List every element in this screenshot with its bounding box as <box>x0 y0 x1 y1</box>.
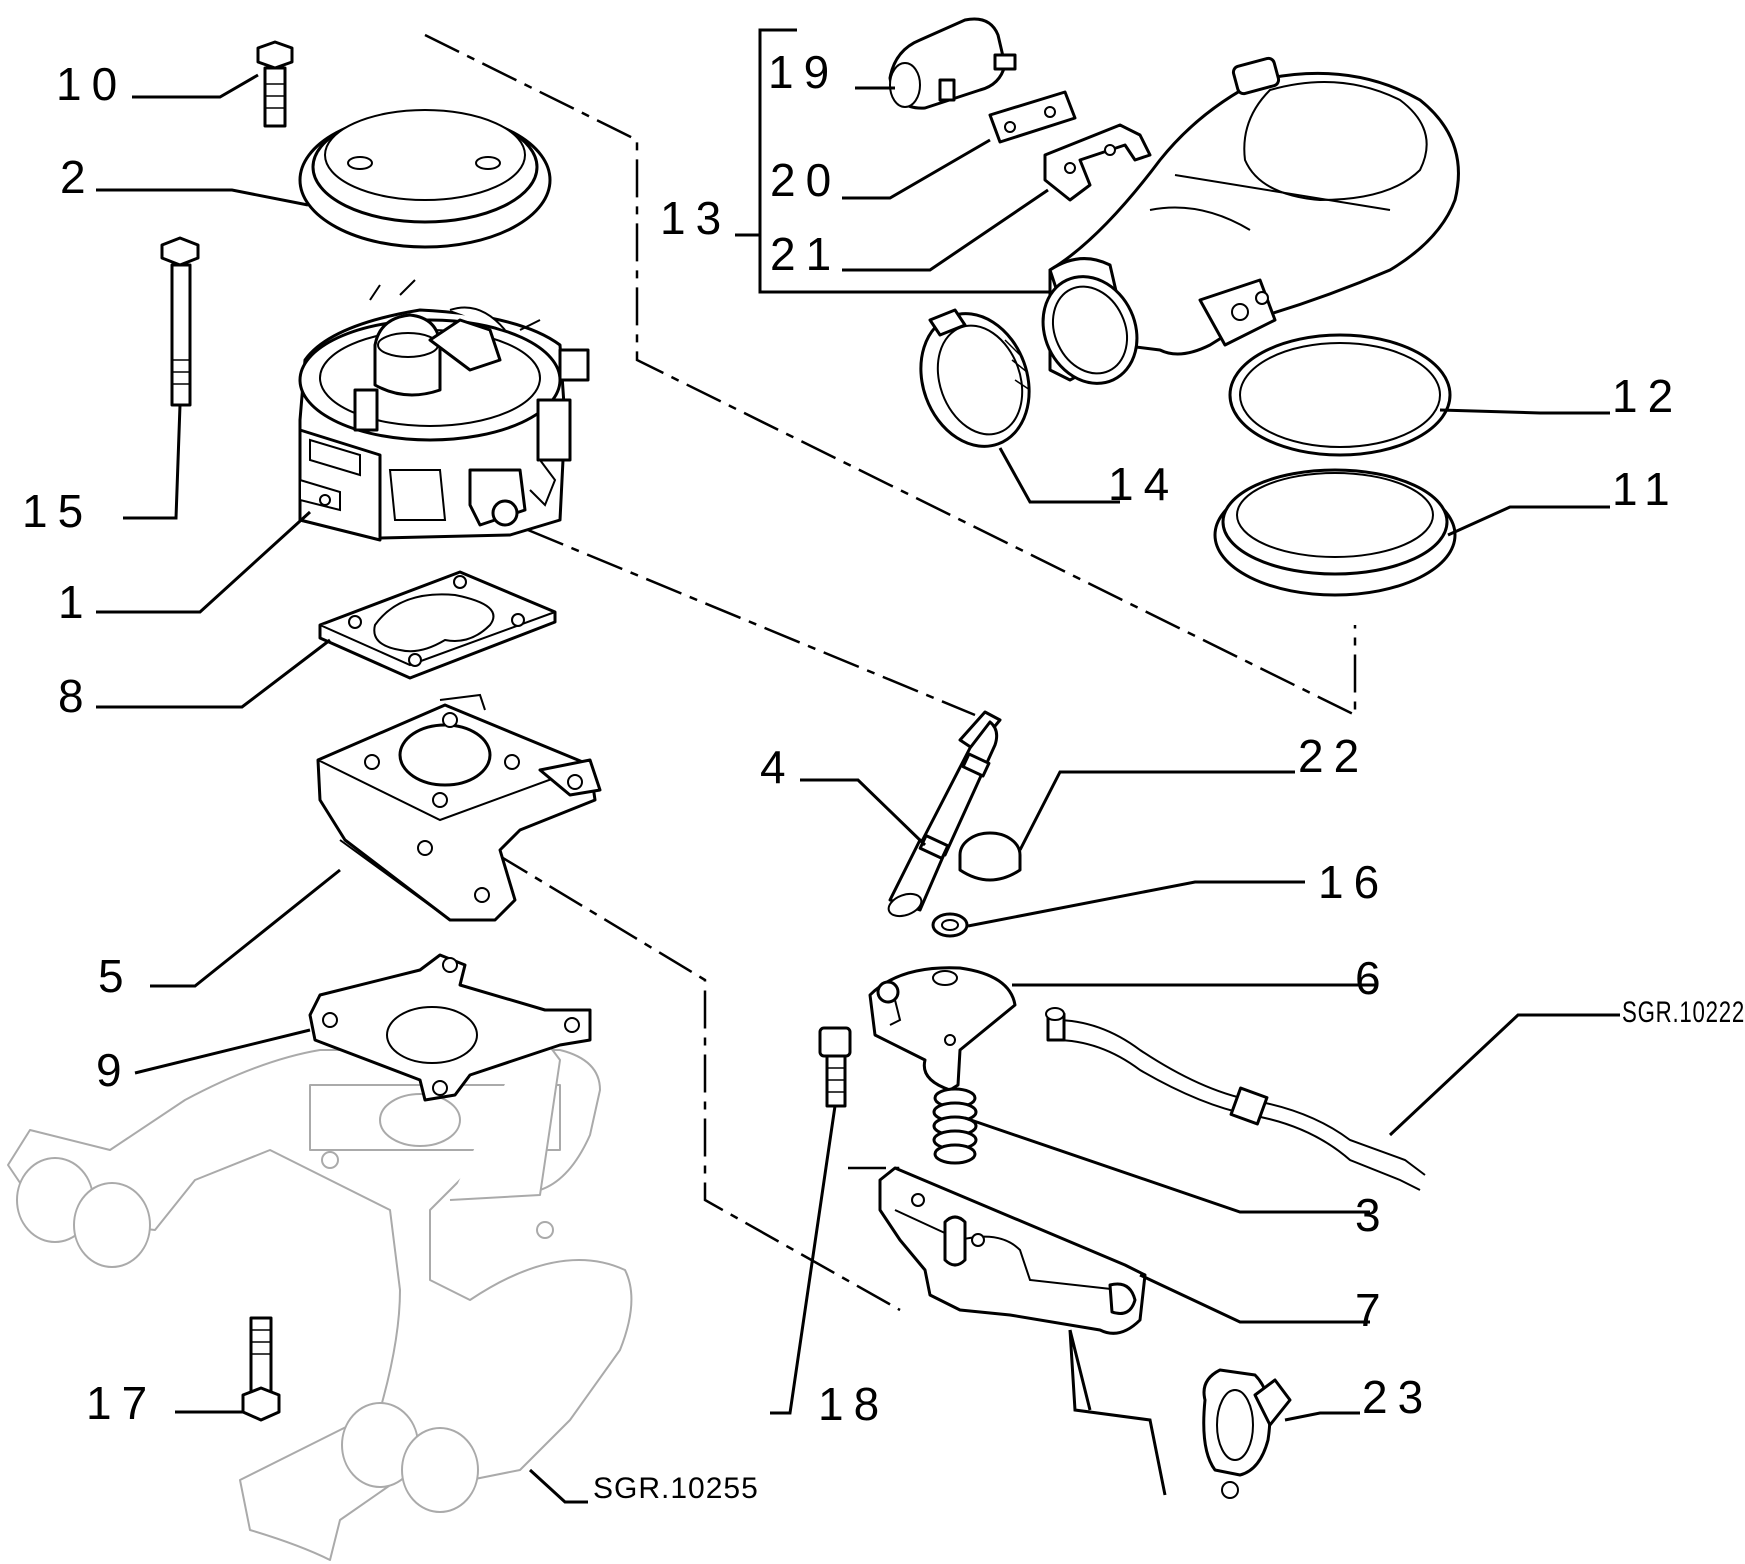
label-15: 15 <box>22 485 93 537</box>
label-20: 20 <box>770 154 841 206</box>
reference-sgr-10255: SGR.10255 <box>593 1472 759 1505</box>
part-17-bolt <box>241 1316 281 1422</box>
label-17: 17 <box>86 1377 157 1429</box>
label-10: 10 <box>56 58 127 110</box>
label-13: 13 <box>660 192 731 244</box>
label-11: 11 <box>1612 463 1680 515</box>
label-21: 21 <box>770 228 841 280</box>
part-5-spacer <box>316 693 602 922</box>
part-2-air-gasket <box>298 109 552 249</box>
cable-sensor-wire <box>1045 1007 1426 1191</box>
label-8: 8 <box>58 670 94 722</box>
part-21-bracket <box>1043 123 1152 202</box>
label-3: 3 <box>1355 1189 1391 1241</box>
label-9: 9 <box>96 1044 132 1096</box>
label-12: 12 <box>1612 370 1683 422</box>
part-3-spring <box>932 1087 978 1165</box>
reference-codes: SGR.10222 SGR.10255 <box>593 996 1745 1505</box>
part-10-screw <box>256 40 294 128</box>
part-20-plate <box>988 90 1077 144</box>
label-14: 14 <box>1108 458 1179 510</box>
label-16: 16 <box>1318 856 1389 908</box>
label-19: 19 <box>768 46 839 98</box>
part-12-seal-ring <box>1228 333 1452 457</box>
part-16-clip <box>931 912 969 938</box>
label-22: 22 <box>1298 730 1369 782</box>
part-23-connector <box>1202 1368 1292 1499</box>
leader-lines <box>96 28 1620 1504</box>
part-number-labels: 10 2 15 1 8 5 9 17 19 20 13 21 12 14 11 … <box>22 46 1683 1430</box>
part-8-gasket <box>318 570 557 680</box>
part-13-air-box <box>1041 56 1460 385</box>
label-23: 23 <box>1362 1371 1433 1423</box>
label-18: 18 <box>818 1378 889 1430</box>
part-15-bolt <box>160 236 200 407</box>
part-6-throttle-lever <box>868 966 1017 1092</box>
assembly-dash-lines <box>424 33 1357 1312</box>
label-2: 2 <box>60 151 96 203</box>
part-4-hose <box>887 710 1002 918</box>
part-22-cap <box>958 831 1022 882</box>
part-14-hose-clamp <box>919 308 1031 448</box>
label-5: 5 <box>98 950 134 1002</box>
part-7-bracket <box>878 1166 1147 1335</box>
part-11-gasket-ring <box>1213 468 1457 597</box>
intake-manifold-ghost <box>7 1009 633 1561</box>
part-1-throttle-body <box>298 279 590 542</box>
reference-sgr-10222: SGR.10222 <box>1622 996 1745 1029</box>
part-9-gasket <box>308 953 592 1102</box>
part-18-screw <box>818 1026 852 1108</box>
label-1: 1 <box>58 576 94 628</box>
label-6: 6 <box>1355 952 1391 1004</box>
part-19-sensor <box>888 17 1017 110</box>
label-4: 4 <box>760 741 796 793</box>
label-7: 7 <box>1355 1284 1391 1336</box>
